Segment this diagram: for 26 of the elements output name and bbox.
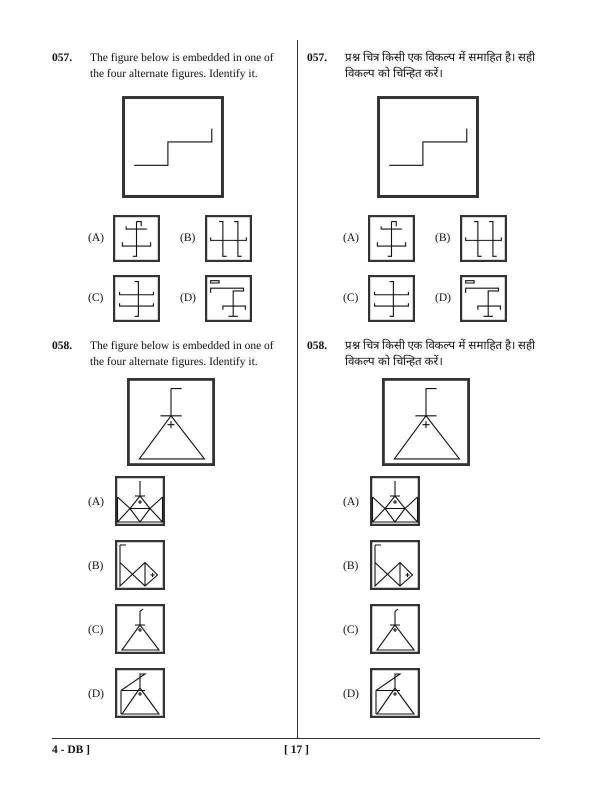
page-code: 4 - DB ] — [52, 743, 90, 758]
option-label: (A) — [88, 495, 104, 510]
question-text: The figure below is embedded in one of the four alternate figures. Identify it. — [90, 51, 275, 82]
option-label: (B) — [435, 231, 450, 246]
option-label: (D) — [88, 687, 104, 702]
option-label: (A) — [343, 495, 359, 510]
option-label: (D) — [180, 291, 196, 306]
question-number: 058. — [52, 339, 72, 354]
option-label: (D) — [343, 687, 359, 702]
page-number: [ 17 ] — [284, 743, 309, 758]
question-text: The figure below is embedded in one of the four alternate figures. Identify it. — [90, 339, 275, 370]
option-label: (B) — [343, 559, 358, 574]
option-label: (B) — [88, 559, 104, 574]
question-number: 057. — [307, 51, 328, 66]
option-label: (A) — [88, 231, 104, 246]
question-text: प्रश्न चित्र किसी एक विकल्प में समाहित है। सही विकल्प को चिन्हित करें। — [345, 338, 536, 370]
question-text: प्रश्न चित्र किसी एक विकल्प में समाहित है। सही विकल्प को चिन्हित करें। — [345, 50, 536, 82]
option-label: (A) — [343, 231, 359, 246]
question-number: 057. — [52, 51, 72, 66]
option-label: (D) — [435, 291, 451, 306]
option-label: (C) — [88, 623, 104, 638]
option-label: (C) — [343, 291, 358, 306]
option-label: (B) — [180, 231, 196, 246]
question-number: 058. — [307, 339, 328, 354]
option-label: (C) — [88, 291, 104, 306]
option-label: (C) — [343, 623, 358, 638]
